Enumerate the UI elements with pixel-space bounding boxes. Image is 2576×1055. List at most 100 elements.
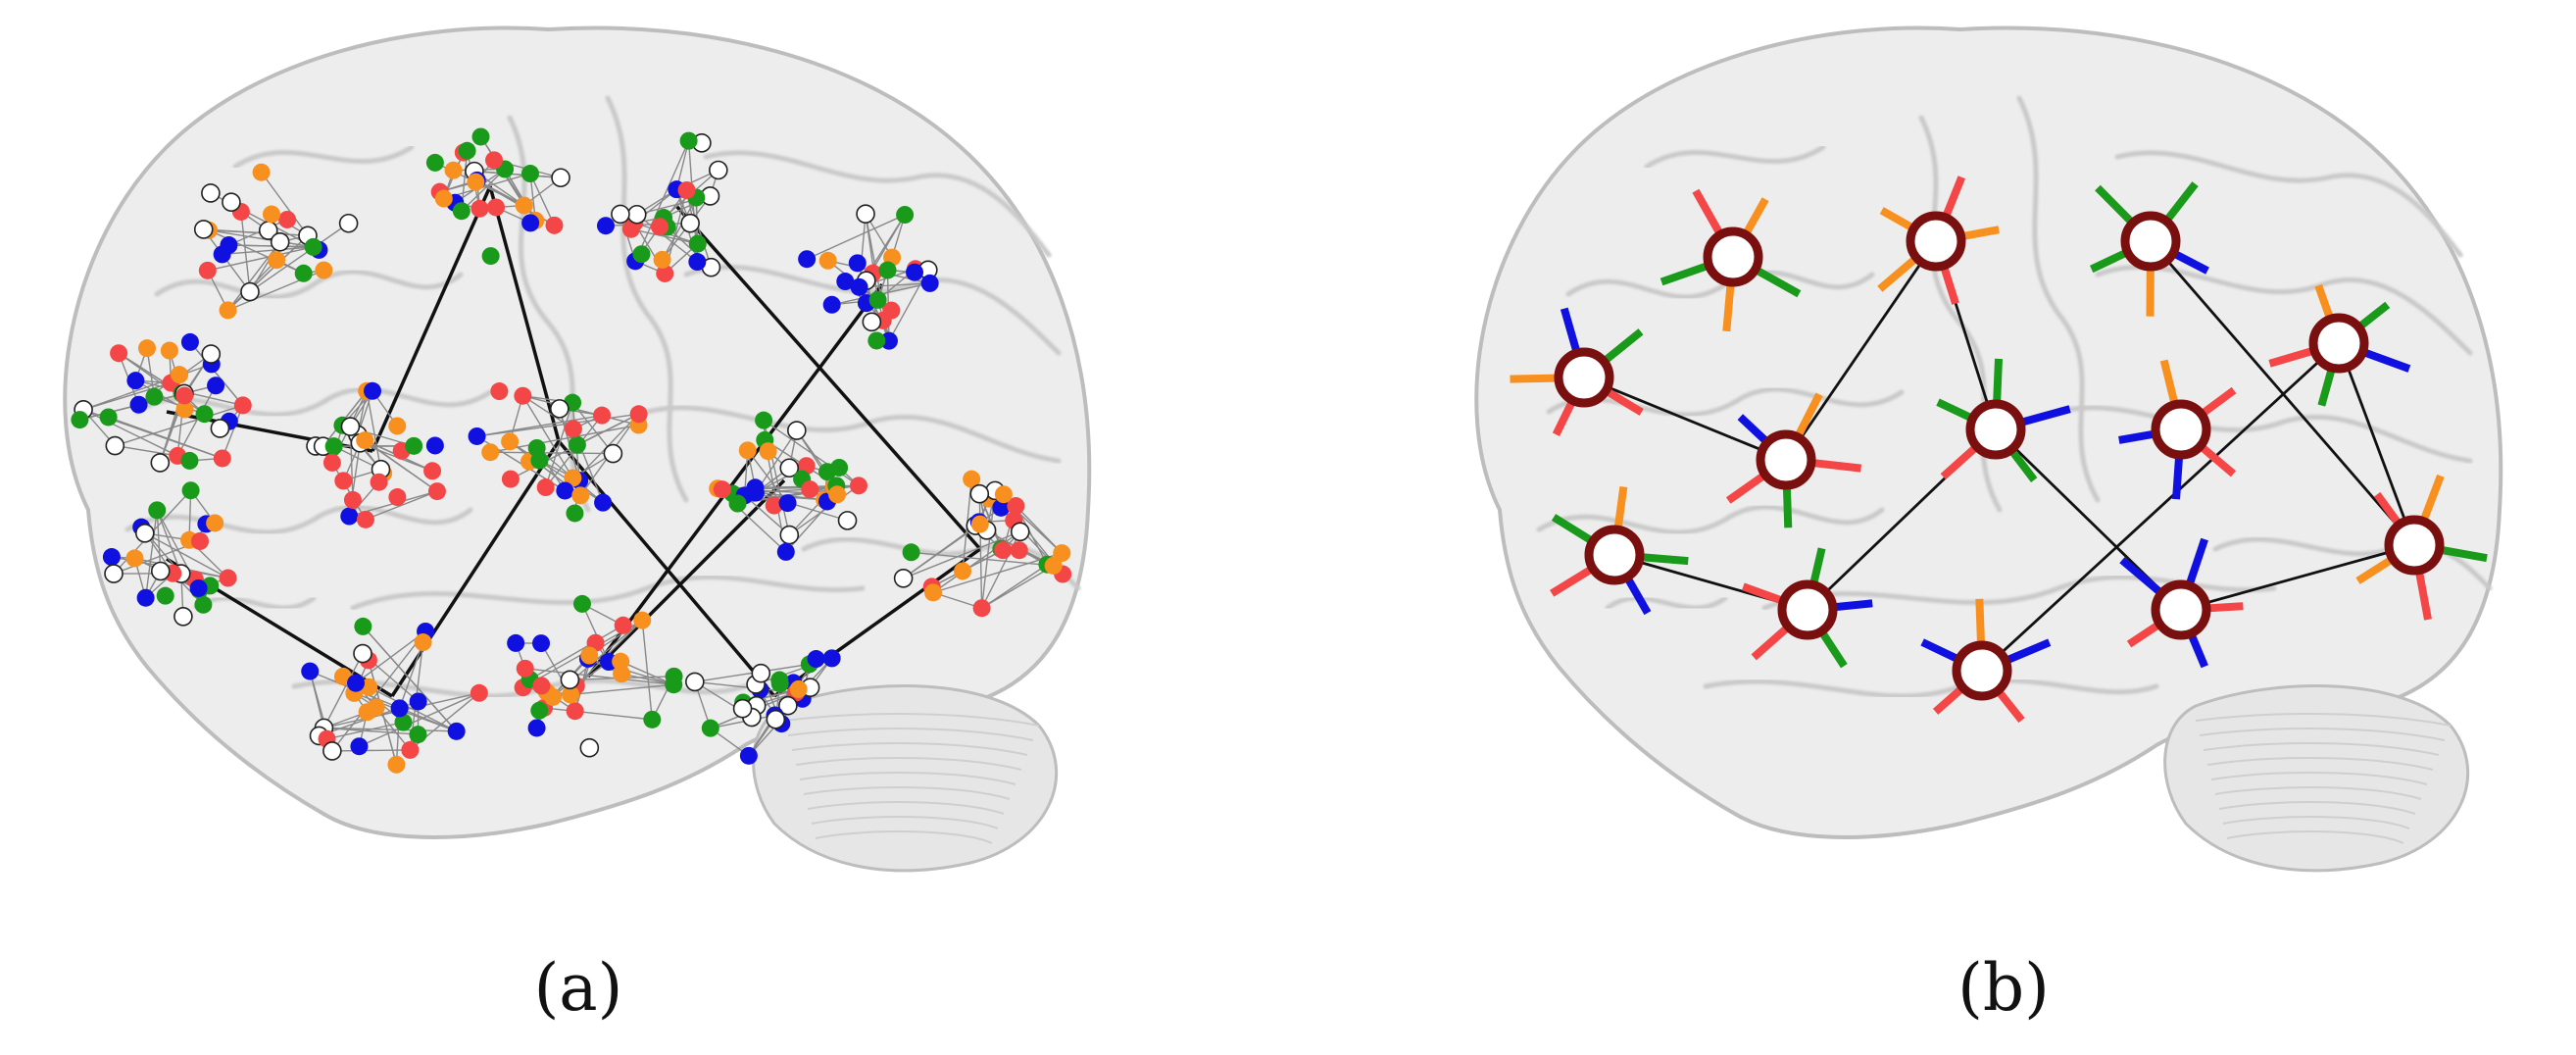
local-link: [331, 749, 411, 752]
local-link: [788, 484, 860, 536]
local-link: [641, 620, 654, 720]
local-link: [366, 390, 382, 470]
network-node: [340, 417, 361, 436]
network-node: [194, 595, 213, 614]
network-node: [322, 741, 342, 761]
network-node: [779, 458, 800, 478]
network-node: [490, 382, 509, 401]
cerebellum-fold: [2206, 757, 2434, 771]
hub-spoke: [2414, 565, 2432, 621]
hub-spoke: [1550, 563, 1599, 597]
network-node: [294, 264, 313, 282]
local-link: [571, 402, 614, 454]
network-node: [828, 485, 847, 504]
node-cluster: [709, 411, 868, 561]
hub-ring: [2151, 399, 2211, 460]
local-link: [144, 532, 228, 579]
network-node: [481, 443, 500, 462]
node-cluster: [193, 163, 359, 320]
network-node: [173, 606, 193, 627]
network-node: [481, 247, 500, 266]
network-node: [770, 671, 789, 689]
local-link: [529, 625, 624, 680]
hub-ring: [2308, 313, 2369, 374]
hub-spoke: [1510, 374, 1563, 383]
network-node: [564, 469, 582, 487]
local-link: [261, 172, 309, 236]
network-node: [104, 564, 124, 583]
cerebellum-fold: [787, 728, 1034, 741]
network-node: [560, 670, 580, 690]
hub-spoke: [2095, 184, 2139, 229]
network-node: [562, 685, 580, 704]
cerebellum-fold: [799, 772, 1016, 785]
network-node: [766, 709, 786, 729]
network-node: [219, 301, 237, 320]
network-node: [487, 198, 506, 217]
network-node: [571, 486, 590, 505]
network-node: [340, 507, 359, 526]
long-range-link: [390, 440, 561, 697]
local-link: [473, 170, 562, 178]
network-node: [633, 611, 652, 629]
sulcus: [232, 144, 415, 170]
network-node: [751, 663, 771, 683]
network-node: [219, 569, 237, 587]
network-node: [322, 453, 341, 472]
network-node: [338, 213, 359, 233]
sulcus: [2114, 150, 2463, 258]
local-link: [189, 341, 244, 406]
local-link: [461, 168, 506, 212]
network-node: [798, 250, 817, 269]
network-node: [1010, 522, 1030, 542]
network-node: [175, 386, 194, 405]
network-node: [1053, 544, 1071, 563]
network-node: [126, 372, 145, 390]
network-node: [755, 411, 773, 429]
network-node: [746, 478, 765, 497]
hub-spoke: [1792, 392, 1823, 443]
local-link: [661, 197, 697, 261]
hub-ring: [2384, 515, 2445, 576]
network-node: [434, 189, 453, 208]
network-node: [550, 399, 570, 419]
network-node: [564, 420, 582, 438]
hub-ring: [1703, 226, 1763, 287]
network-node: [603, 443, 623, 464]
network-node: [270, 231, 290, 252]
local-link: [710, 714, 775, 729]
network-node: [135, 523, 155, 543]
network-node: [822, 295, 841, 314]
hub-node: [2118, 359, 2237, 500]
network-node: [879, 331, 898, 350]
cerebellum-fold: [2203, 742, 2440, 756]
network-node: [551, 168, 570, 188]
network-node: [501, 470, 520, 488]
cerebellum-fold: [2210, 772, 2428, 785]
network-node: [515, 196, 533, 215]
sulcus: [2016, 95, 2101, 503]
network-node: [150, 561, 171, 581]
hub-spoke: [1877, 252, 1922, 292]
network-node: [213, 449, 231, 468]
network-node: [347, 674, 366, 692]
local-link: [911, 551, 1054, 567]
local-link: [309, 671, 325, 728]
network-node: [566, 504, 584, 523]
local-link: [529, 173, 556, 226]
local-link: [364, 439, 438, 492]
network-node: [920, 274, 939, 292]
cerebellum-fold: [815, 830, 993, 844]
network-node: [596, 217, 615, 235]
sulcus: [134, 386, 493, 418]
node-cluster: [596, 131, 728, 282]
network-node: [970, 515, 989, 533]
network-node: [906, 263, 924, 281]
network-node: [105, 435, 125, 456]
hub-spoke: [1750, 264, 1802, 298]
network-node: [556, 481, 574, 500]
network-node: [324, 437, 343, 456]
hub-spoke: [2357, 346, 2411, 373]
network-node: [427, 482, 446, 501]
